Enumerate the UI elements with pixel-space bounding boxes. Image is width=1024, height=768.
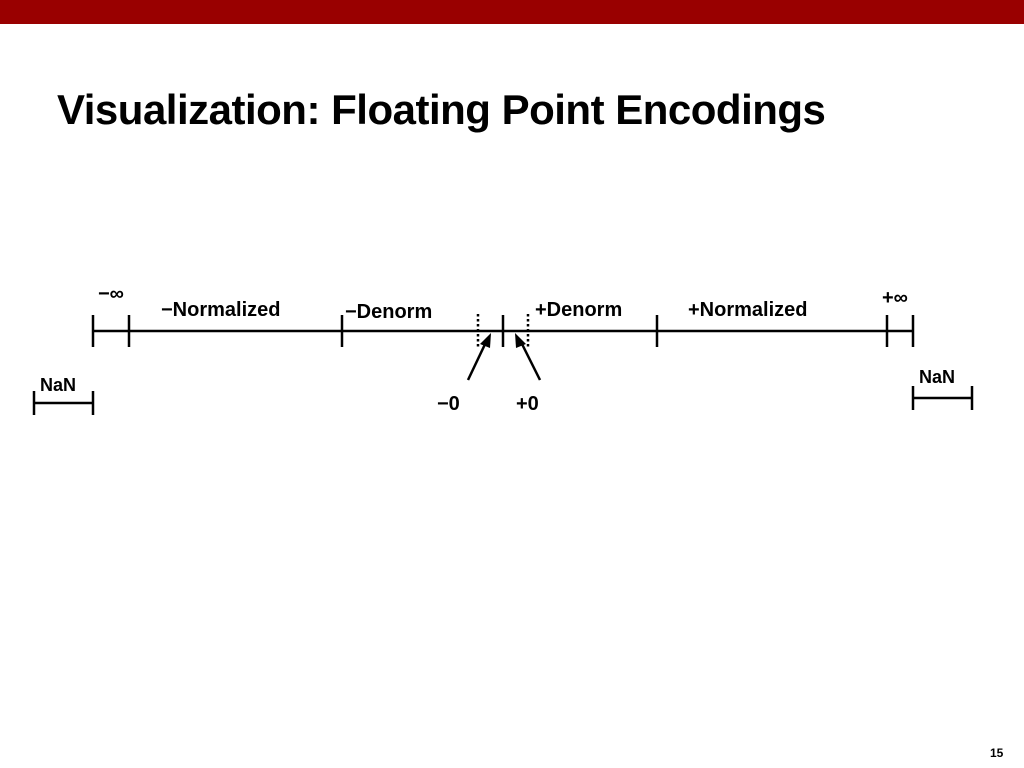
top-accent-bar (0, 0, 1024, 24)
neg-zero-label: −0 (437, 393, 460, 415)
neg-zero-arrow (466, 339, 489, 381)
nan-left-label: NaN (40, 375, 76, 395)
pos-zero-label: +0 (516, 393, 539, 415)
slide-title: Visualization: Floating Point Encodings (57, 86, 826, 133)
nan-right-label: NaN (919, 367, 955, 387)
neg-denorm-label: −Denorm (345, 301, 432, 323)
pos-infinity-label: +∞ (882, 287, 908, 309)
pos-denorm-label: +Denorm (535, 299, 622, 321)
neg-infinity-label: −∞ (98, 283, 124, 305)
neg-zero-arrowhead (480, 333, 491, 348)
neg-normalized-label: −Normalized (161, 299, 280, 321)
pos-normalized-label: +Normalized (688, 299, 807, 321)
pos-zero-arrow (518, 339, 542, 381)
page-number: 15 (990, 746, 1004, 760)
pos-zero-arrowhead (515, 333, 526, 348)
